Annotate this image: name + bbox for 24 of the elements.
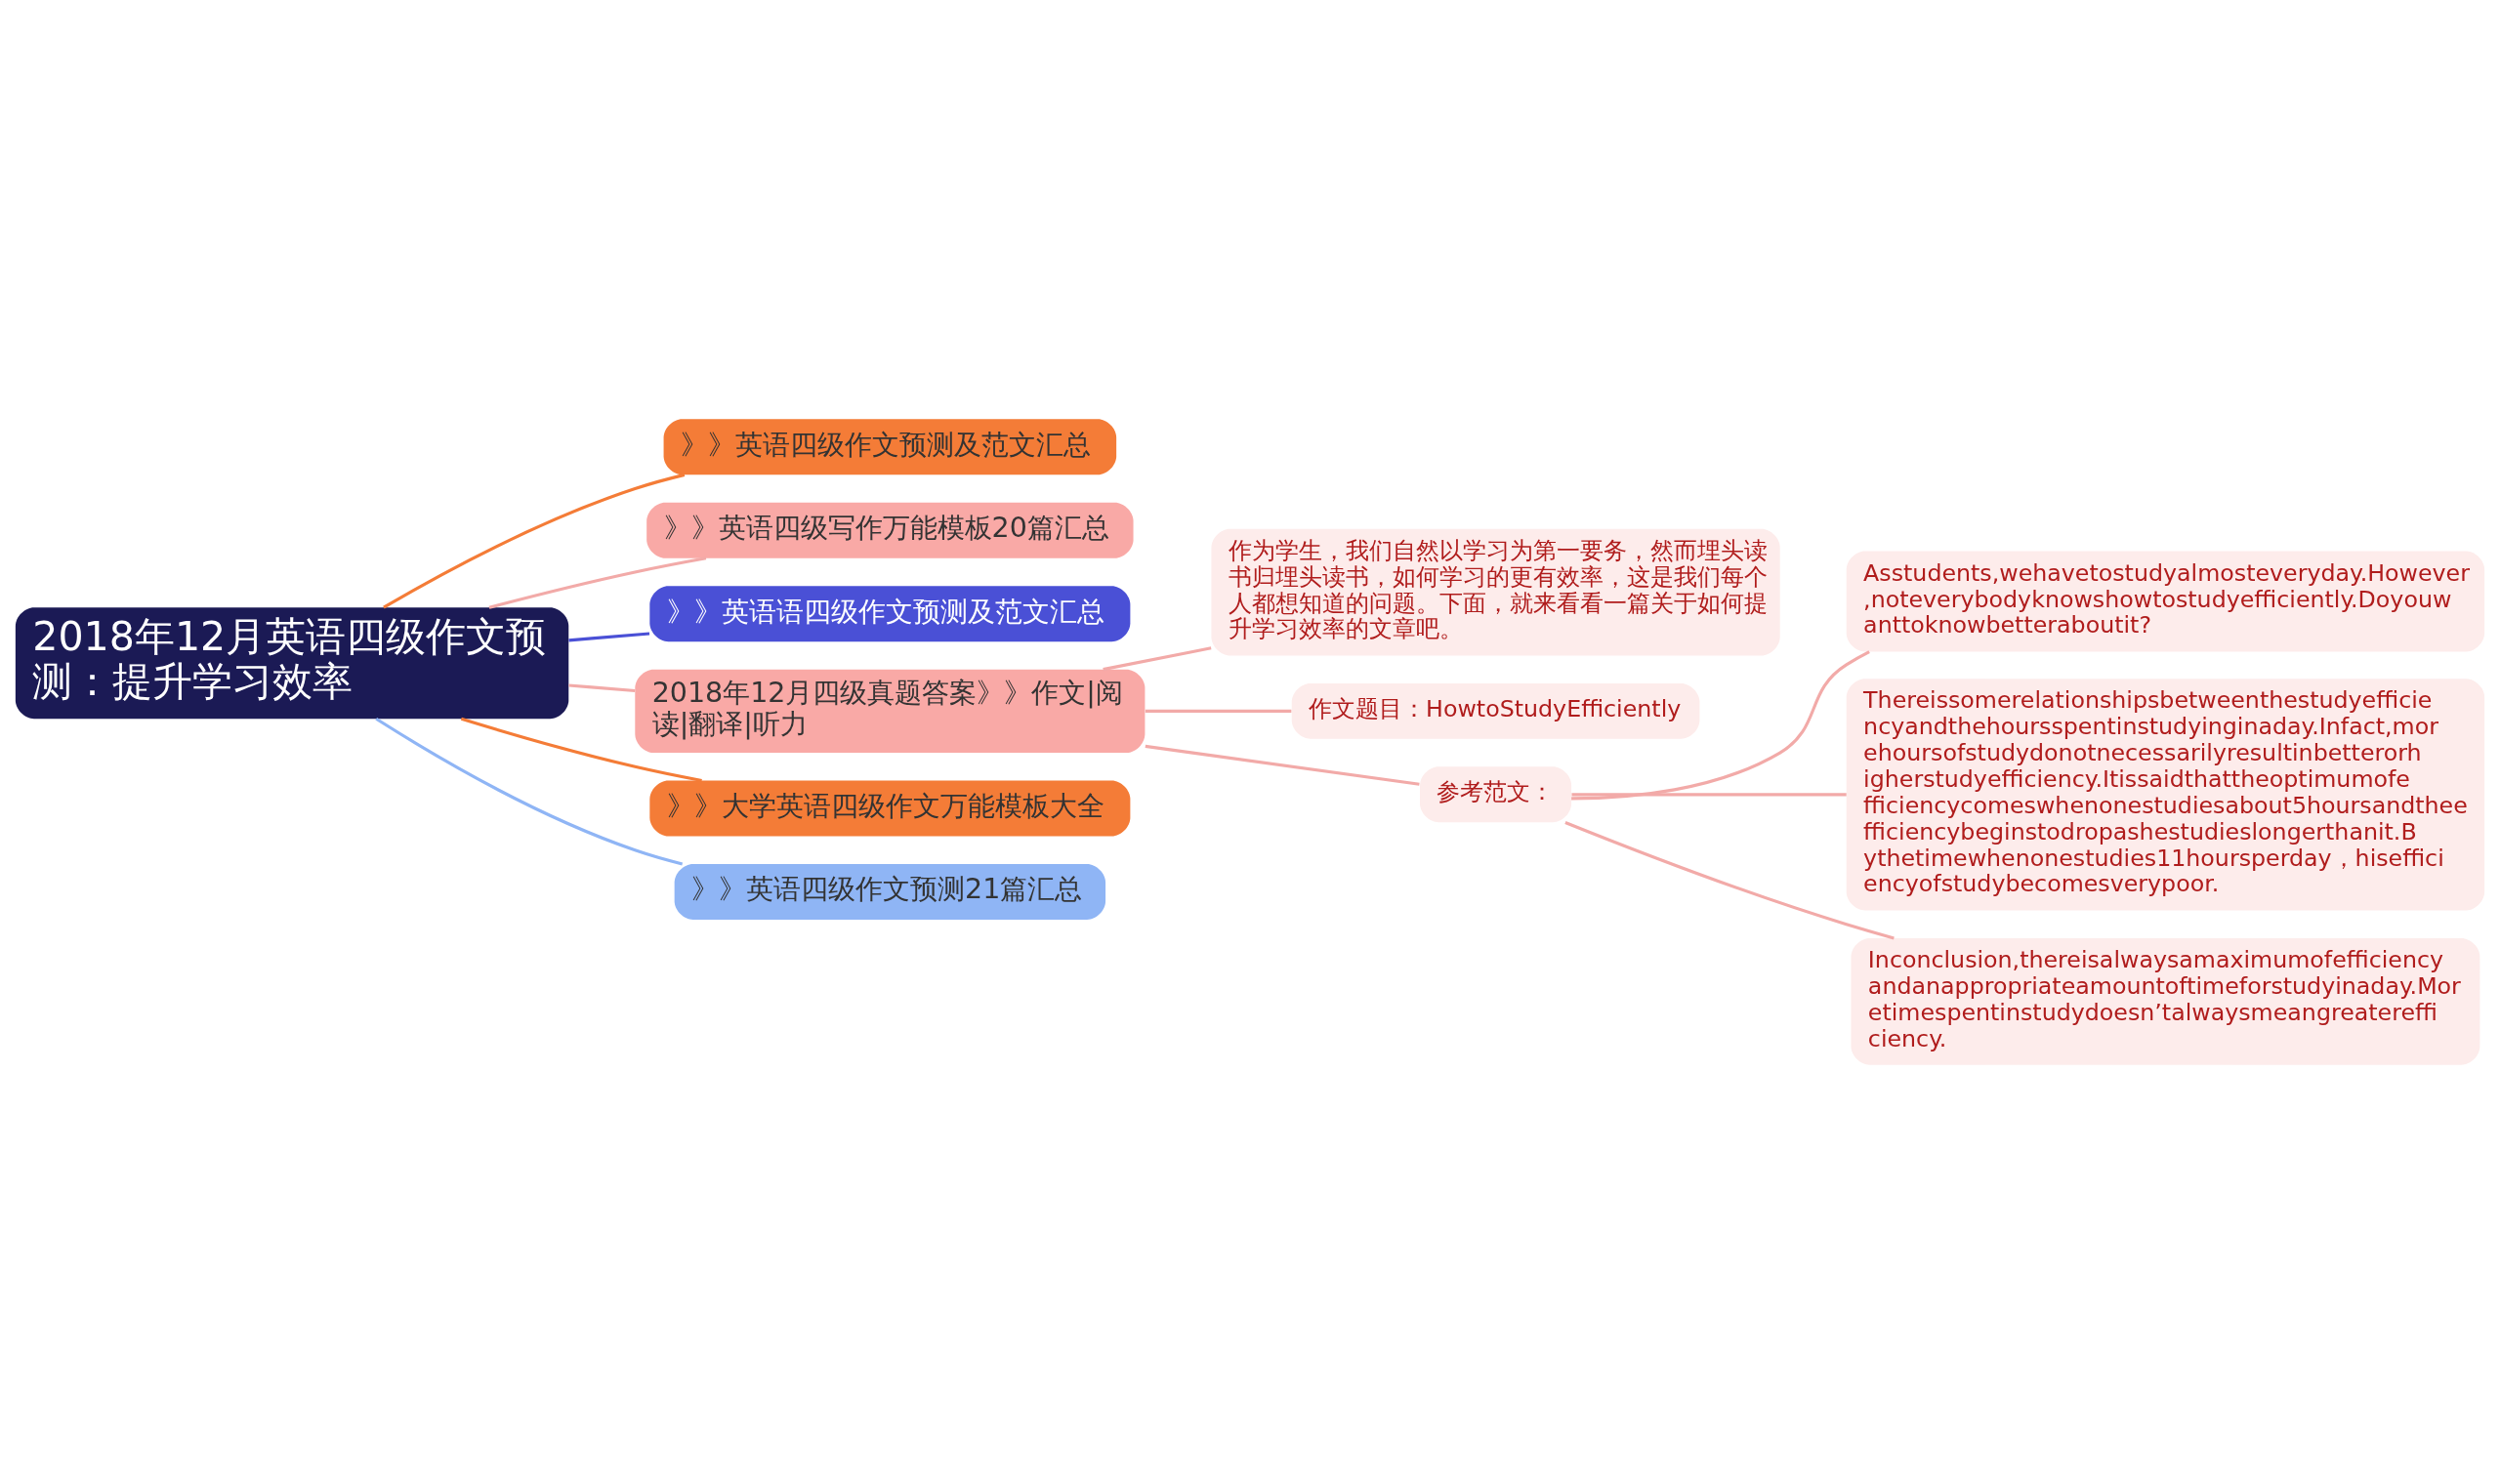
node-box: 参考范文：	[1420, 766, 1572, 823]
node-box: 》》英语语四级作文预测及范文汇总	[649, 586, 1131, 642]
connector	[1571, 793, 1847, 797]
node-box: Thereissomerelationshipsbetweenthestudyefficiencyandthehoursspentinstudyinginaday.Infact,morehoursofstudydonotnecessarilyresultinbetterorhigherstudyefficiency.Itissaidthattheoptimumofefficiencycomeswhenonestudiesabout5hoursandtheefficiencybeginstodropashestudieslongerthanit.Bythetimewhenonestudies11hoursperday，hisefficiencyofstudybecomesverypoor.	[1846, 679, 2485, 911]
node-box: 作文题目：HowtoStudyEfficiently	[1291, 682, 1700, 739]
node-box: 》》大学英语四级作文万能模板大全	[649, 780, 1131, 837]
connector	[568, 683, 636, 693]
connector	[1571, 650, 1870, 801]
node-box: 2018年12月四级真题答案》》作文|阅读|翻译|听力	[635, 669, 1146, 754]
connector	[460, 717, 702, 783]
node-box: Inconclusion,thereisalwaysamaximumofefficiencyandanappropriateamountoftimeforstudyinaday.Moretimespentinstudydoesn’talwaysmeangreaterefficiency.	[1851, 937, 2480, 1065]
node-box: 2018年12月英语四级作文预测：提升学习效率	[15, 607, 569, 720]
node-box: 作为学生，我们自然以学习为第一要务，然而埋头读书归埋头读书，如何学习的更有效率，这是我们每个人都想知道的问题。下面，就来看看一篇关于如何提升学习效率的文章吧。	[1211, 528, 1780, 656]
node-box: Asstudents,wehavetostudyalmosteveryday.However,noteverybodyknowshowtostudyefficiently.Doyouwanttoknowbetteraboutit?	[1846, 551, 2485, 652]
connector	[1145, 709, 1292, 713]
node-box: 》》英语四级作文预测21篇汇总	[674, 864, 1106, 920]
node-box: 》》英语四级写作万能模板20篇汇总	[646, 502, 1134, 558]
connector	[375, 717, 684, 866]
node-box: 》》英语四级作文预测及范文汇总	[663, 419, 1117, 475]
connector	[1145, 744, 1420, 786]
connector	[1564, 821, 1895, 940]
connector	[1103, 646, 1212, 672]
connector	[568, 632, 650, 642]
connector	[383, 473, 686, 609]
